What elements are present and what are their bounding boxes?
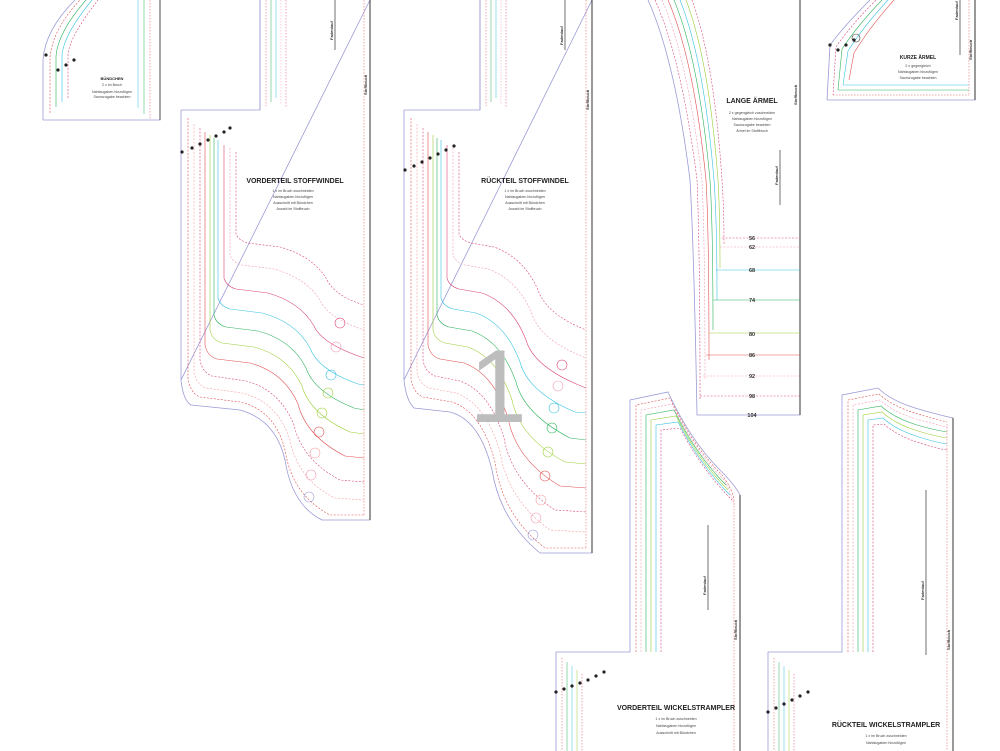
piece-subtitle: Ausschnitt mit Bündchen (505, 201, 545, 205)
piece-subtitle: Anzahl im Stoffbruch (508, 207, 541, 211)
piece-subtitle: Anzahl im Stoffbruch (276, 207, 309, 211)
piece-title: VORDERTEIL STOFFWINDEL (246, 178, 344, 185)
piece-long-sleeve: 56 62 68 74 80 86 92 98 104 Fadenlauf St… (647, 0, 801, 419)
fold-label: Stoffbruch (968, 39, 973, 60)
piece-back-romper: Fadenlauf Stoffbruch RÜCKTEIL WICKELSTRA… (766, 387, 954, 751)
notch-marks (766, 690, 810, 714)
piece-subtitle: 1 x im Bruch zuschneiden (865, 734, 906, 738)
piece-title: LANGE ÄRMEL (726, 97, 778, 105)
piece-front-diaper: Fadenlauf Stoffbruch VORDERTEIL STOFFWIN… (180, 0, 371, 521)
piece-front-romper: Fadenlauf Stoffbruch VORDERTEIL WICKELST… (554, 391, 741, 751)
snap-markers (527, 359, 568, 541)
size-label: 86 (749, 353, 755, 359)
piece-subtitle: Ausschnitt mit Bündchen (273, 201, 313, 205)
piece-subtitle: Nahtzugaben hinzufügen (92, 90, 132, 94)
fold-label: Stoffbruch (363, 74, 368, 95)
piece-title: KURZE ÄRMEL (900, 54, 936, 61)
piece-subtitle: Nahtzugaben hinzufügen (866, 741, 906, 745)
piece-subtitle: 2 x gegengleich zuschneiden (729, 111, 775, 115)
grain-label: Fadenlauf (329, 20, 334, 40)
size-label: 98 (749, 394, 755, 400)
piece-subtitle: 2 x im Bruch (102, 83, 122, 87)
piece-short-sleeve: Fadenlauf Stoffbruch KURZE ÄRMEL 2 x geg… (826, 0, 976, 101)
piece-subtitle: Saumzugabe beachten (94, 95, 131, 99)
snap-markers (303, 317, 346, 503)
piece-subtitle: Ärmel im Stoffbruch (736, 129, 768, 133)
fold-label: Stoffbruch (733, 619, 738, 640)
piece-subtitle: Saumzugabe beachten (734, 123, 771, 127)
piece-title: VORDERTEIL WICKELSTRAMPLER (617, 705, 735, 712)
page-number: 1 (469, 329, 527, 445)
size-label: 56 (749, 236, 755, 242)
size-label: 68 (749, 268, 755, 274)
fold-label: Stoffbruch (585, 89, 590, 110)
piece-subtitle: 1 x im Bruch zuschneiden (655, 717, 696, 721)
grain-label: Fadenlauf (954, 0, 959, 20)
piece-subtitle: 2 x gegengleich (905, 64, 930, 68)
piece-subtitle: Nahtzugaben hinzufügen (656, 724, 696, 728)
grain-label: Fadenlauf (920, 580, 925, 600)
size-label: 62 (749, 245, 755, 251)
grain-label: Fadenlauf (702, 575, 707, 595)
piece-cuff: BÜNDCHEN 2 x im Bruch Nahtzugaben hinzuf… (42, 0, 161, 121)
fold-label: Stoffbruch (946, 629, 951, 650)
grain-label: Fadenlauf (559, 25, 564, 45)
piece-title: RÜCKTEIL WICKELSTRAMPLER (832, 720, 940, 729)
notch-marks (180, 126, 232, 154)
piece-subtitle: Nahtzugaben hinzufügen (898, 70, 938, 74)
size-label: 80 (749, 332, 755, 338)
sleeve-hem-lines (700, 237, 800, 397)
piece-subtitle: 1 x im Bruch zuschneiden (504, 189, 545, 193)
piece-subtitle: 1 x im Bruch zuschneiden (272, 189, 313, 193)
piece-subtitle: Nahtzugaben hinzufügen (732, 117, 772, 121)
piece-subtitle: Ausschnitt mit Bündchen (656, 731, 696, 735)
size-label: 74 (749, 298, 756, 304)
size-label: 92 (749, 374, 755, 380)
notch-marks (403, 144, 456, 172)
notch-marks (44, 53, 76, 72)
size-label: 104 (747, 413, 757, 419)
piece-subtitle: Nahtzugaben hinzufügen (273, 195, 313, 199)
piece-subtitle: Nahtzugaben hinzufügen (505, 195, 545, 199)
piece-title: RÜCKTEIL STOFFWINDEL (481, 176, 569, 185)
fold-label: Stoffbruch (793, 84, 798, 105)
piece-title: BÜNDCHEN (101, 76, 124, 81)
piece-subtitle: Saumzugabe beachten (900, 76, 937, 80)
notch-marks (554, 670, 606, 694)
grain-label: Fadenlauf (774, 165, 779, 185)
piece-back-diaper: Fadenlauf Stoffbruch RÜCKTEIL STOFFWINDE… (403, 0, 593, 554)
